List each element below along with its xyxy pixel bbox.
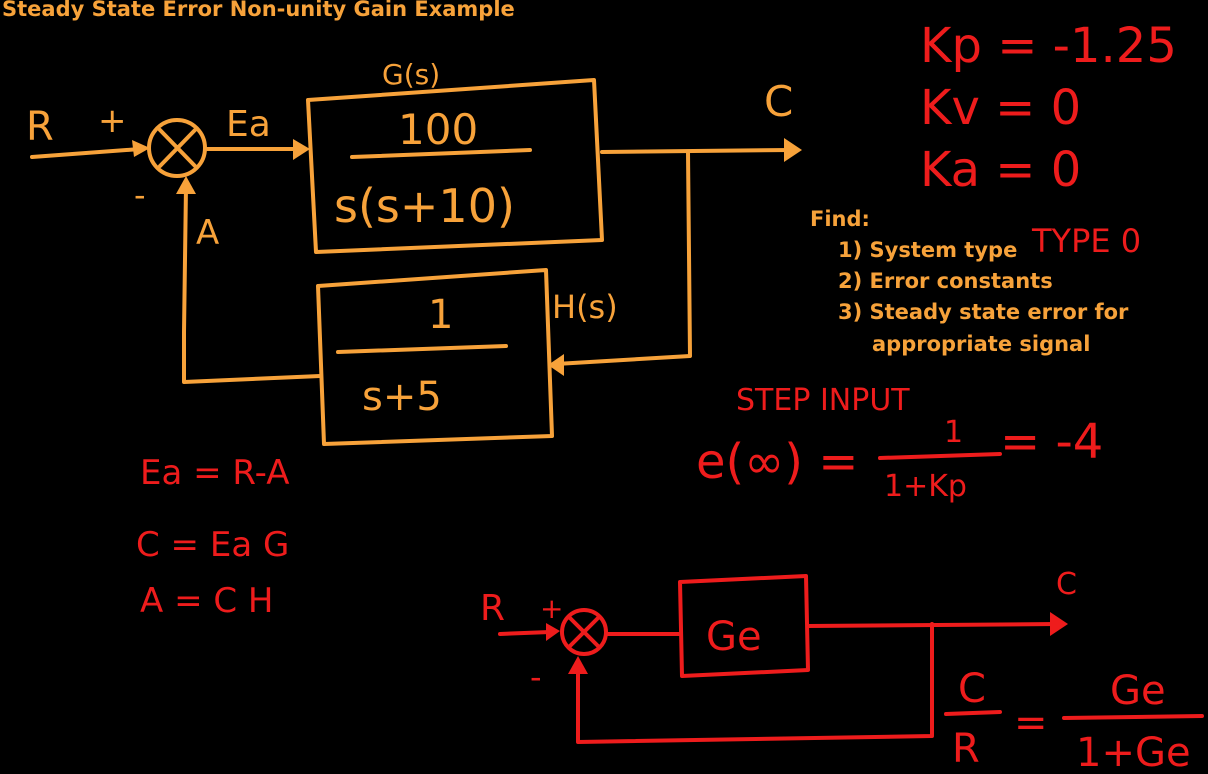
diagram2-output-arrowhead bbox=[1050, 612, 1068, 636]
h-fraction-bar bbox=[336, 344, 508, 354]
error-result: = -4 bbox=[1000, 414, 1103, 470]
rhs-denominator: 1+Ge bbox=[1076, 730, 1191, 774]
diagram2-input-arrow-line bbox=[498, 630, 552, 636]
output-arrow-line bbox=[600, 148, 792, 154]
error-signal-label: Ea bbox=[226, 104, 271, 145]
rhs-numerator: Ge bbox=[1110, 668, 1166, 714]
ge-block-outline bbox=[678, 574, 810, 678]
ratio-fraction-bar bbox=[944, 710, 1002, 716]
find-heading: Find: bbox=[810, 207, 870, 231]
diagram2-plus-sign: + bbox=[540, 592, 563, 625]
input-arrowhead bbox=[132, 140, 150, 157]
find-item-3: 3) Steady state error for bbox=[838, 300, 1129, 324]
feedback-arrowhead bbox=[548, 354, 564, 376]
g-block-outline bbox=[306, 78, 604, 254]
diagram2-output-label: C bbox=[1056, 567, 1077, 602]
diagram2-input-label: R bbox=[480, 588, 505, 629]
feedback-signal-label: A bbox=[196, 213, 219, 253]
diagram2-feedback-line bbox=[576, 622, 934, 744]
closed-loop-equation: C R = Ge 1+Ge bbox=[944, 666, 1204, 774]
kv-value: Kv = 0 bbox=[920, 80, 1081, 136]
h-denominator: s+5 bbox=[362, 374, 442, 420]
equation-ea: Ea = R-A bbox=[140, 453, 289, 493]
h-block-outline bbox=[316, 268, 554, 446]
diagram2-feedback-arrowhead bbox=[568, 656, 588, 674]
h-numerator: 1 bbox=[428, 292, 453, 338]
ratio-numerator: C bbox=[958, 666, 986, 712]
step-input-label: STEP INPUT bbox=[736, 383, 910, 418]
error-fraction-bar bbox=[878, 452, 1002, 460]
ratio-equals: = bbox=[1014, 700, 1048, 746]
output-arrowhead bbox=[784, 138, 802, 162]
equation-a: A = C H bbox=[140, 581, 273, 621]
find-item-1: 1) System type bbox=[838, 238, 1018, 262]
h-block-label: H(s) bbox=[552, 288, 618, 326]
diagram1-output-label: C bbox=[764, 77, 793, 126]
diagram1-input-label: R bbox=[26, 104, 54, 150]
rhs-fraction-bar bbox=[1062, 714, 1204, 720]
input-arrow-line bbox=[30, 147, 142, 159]
summing-junction-cross bbox=[158, 128, 197, 168]
error-denominator: 1+Kp bbox=[884, 469, 967, 504]
find-item-4: appropriate signal bbox=[872, 332, 1091, 356]
page-title: Steady State Error Non-unity Gain Exampl… bbox=[2, 0, 515, 21]
ratio-denominator: R bbox=[952, 726, 980, 772]
orange-block-diagram: R + - Ea G(s) 100 s(s+10) C H(s) 1 s+5 A bbox=[26, 58, 802, 446]
type-answer: TYPE 0 bbox=[1031, 222, 1141, 260]
ge-block-label: Ge bbox=[706, 614, 762, 660]
error-lhs: e(∞) = bbox=[696, 434, 858, 490]
diagram2-input-arrowhead bbox=[546, 623, 560, 641]
feedback-return-line bbox=[182, 184, 322, 384]
feedback-return-arrowhead bbox=[176, 176, 196, 194]
ka-value: Ka = 0 bbox=[920, 142, 1081, 198]
g-fraction-bar bbox=[350, 148, 532, 159]
find-item-2: 2) Error constants bbox=[838, 269, 1053, 293]
error-numerator: 1 bbox=[944, 415, 963, 450]
red-equivalent-diagram: R + - Ge C bbox=[480, 567, 1077, 744]
diagram2-junction-cross bbox=[568, 616, 600, 648]
diagram2-minus-sign: - bbox=[530, 658, 542, 696]
kp-value: Kp = -1.25 bbox=[920, 18, 1177, 74]
g-numerator: 100 bbox=[398, 105, 478, 154]
g-denominator: s(s+10) bbox=[334, 179, 515, 233]
error-constants: Kp = -1.25 Kv = 0 Ka = 0 bbox=[920, 18, 1177, 198]
steady-state-error-calc: STEP INPUT e(∞) = 1 1+Kp = -4 bbox=[696, 383, 1103, 504]
diagram1-minus-sign: - bbox=[134, 176, 146, 214]
forward-arrowhead bbox=[293, 139, 310, 160]
equation-c: C = Ea G bbox=[136, 525, 289, 565]
g-block-label: G(s) bbox=[382, 58, 440, 91]
signal-equations: Ea = R-A C = Ea G A = C H bbox=[136, 453, 289, 621]
diagram1-plus-sign: + bbox=[98, 101, 127, 141]
feedback-takeoff-line bbox=[554, 150, 692, 366]
